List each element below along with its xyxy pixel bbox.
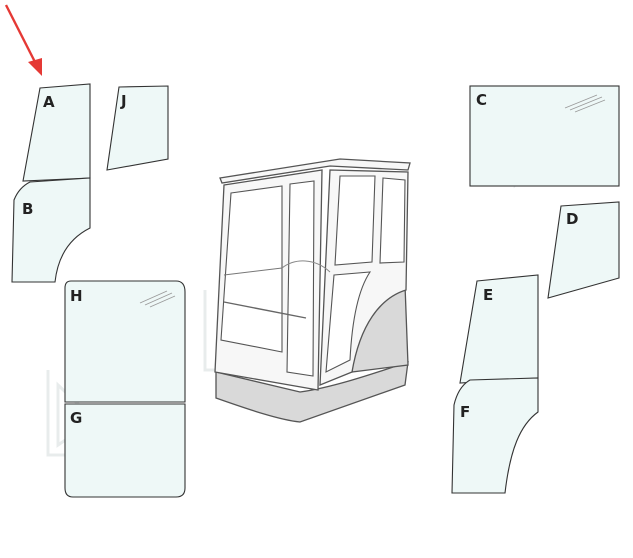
- panel-label-a: A: [43, 93, 55, 111]
- panel-label-h: H: [70, 287, 83, 305]
- panel-label-e: E: [483, 286, 493, 304]
- glass-panel-b[interactable]: B: [11, 177, 91, 283]
- panel-label-d: D: [566, 210, 578, 228]
- glass-panel-h[interactable]: H: [64, 280, 186, 403]
- pointer-arrow-icon: [4, 4, 42, 76]
- panel-label-f: F: [460, 403, 470, 421]
- glass-panel-d[interactable]: D: [547, 201, 620, 299]
- panel-label-b: B: [22, 200, 33, 218]
- glass-panel-c[interactable]: C: [469, 85, 620, 187]
- glass-panel-f[interactable]: F: [451, 377, 539, 494]
- glass-panel-e[interactable]: E: [459, 274, 539, 384]
- glass-panel-g[interactable]: G: [64, 403, 186, 498]
- panel-label-c: C: [476, 91, 487, 109]
- panel-label-g: G: [70, 409, 82, 427]
- cab-illustration: [214, 158, 411, 423]
- glass-panel-a[interactable]: A: [22, 83, 91, 182]
- glass-panel-j[interactable]: J: [106, 85, 169, 171]
- panel-label-j: J: [120, 92, 127, 110]
